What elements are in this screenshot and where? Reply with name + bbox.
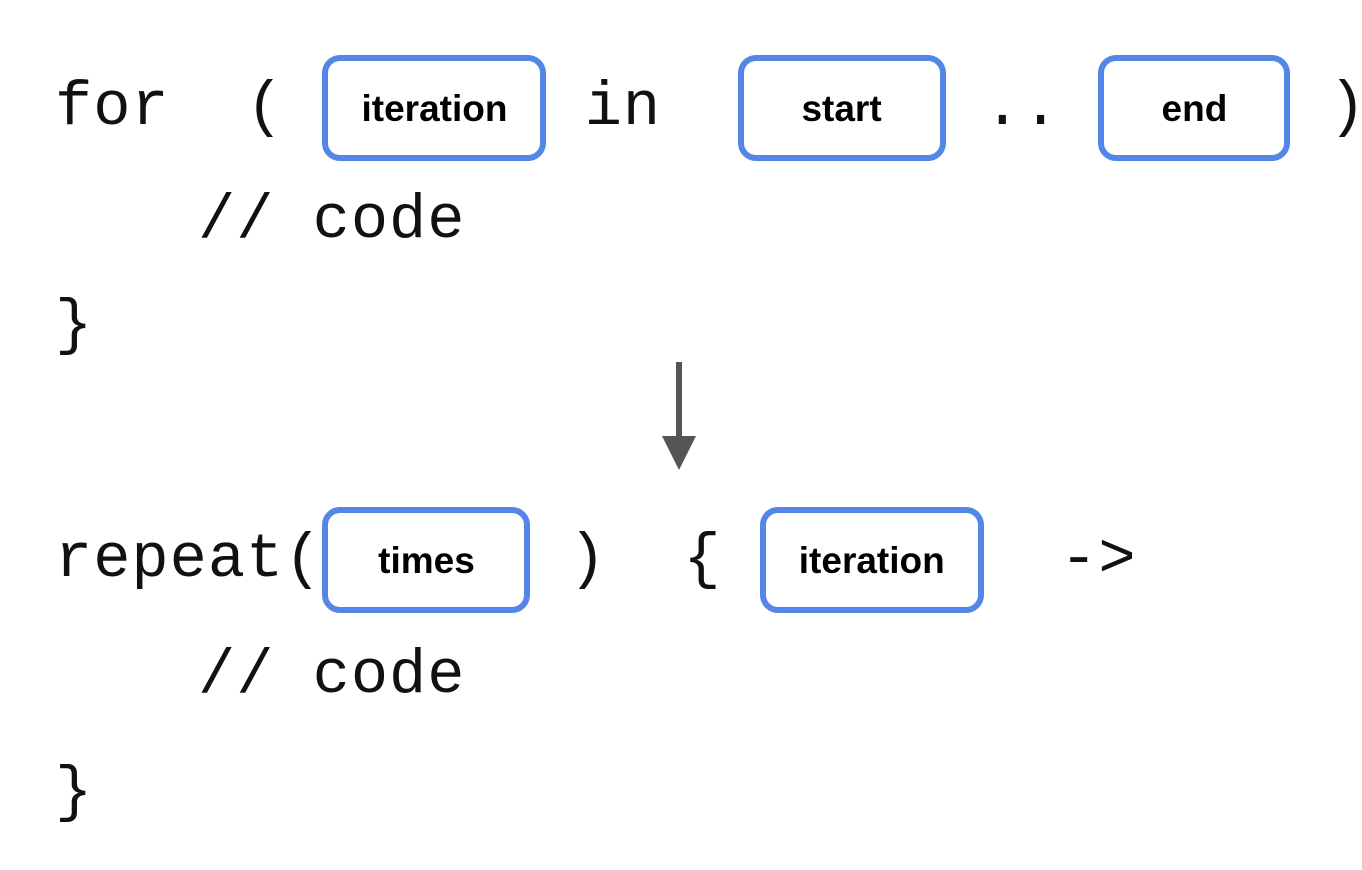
close-paren: ) (1329, 77, 1362, 139)
after-line-close-brace: } (55, 757, 94, 828)
slot-iteration-after[interactable]: iteration (759, 507, 984, 613)
for-keyword: for (55, 72, 170, 143)
repeat-function-name: repeat( (55, 524, 323, 595)
slot-start[interactable]: start (737, 55, 946, 161)
slot-end[interactable]: end (1098, 55, 1291, 161)
space-a1 (530, 529, 568, 591)
space-a2 (607, 529, 683, 591)
slot-iteration-before[interactable]: iteration (322, 55, 547, 161)
space-3 (546, 77, 584, 139)
space-2 (284, 77, 322, 139)
space-6 (1060, 77, 1098, 139)
after-close-paren: ) (568, 524, 607, 595)
before-line-for-header: for ( iteration in start .. end ) { (55, 55, 1362, 161)
before-line-close-brace: } (55, 290, 94, 361)
space-7 (1290, 77, 1328, 139)
open-paren: ( (246, 72, 285, 143)
arrow-down-icon (662, 362, 696, 470)
space-5 (946, 77, 984, 139)
after-open-brace: { (683, 524, 722, 595)
lambda-arrow-token: -> (1060, 524, 1137, 595)
in-keyword: in (584, 72, 662, 143)
after-line-comment: // code (198, 640, 466, 711)
space-1 (170, 77, 246, 139)
before-line-comment: // code (198, 185, 466, 256)
slot-times[interactable]: times (322, 507, 531, 613)
transformation-arrow (640, 358, 720, 476)
space-a3 (722, 529, 760, 591)
space-4 (661, 77, 737, 139)
range-operator: .. (983, 72, 1061, 143)
after-line-repeat-header: repeat( times ) { iteration -> (55, 507, 1137, 613)
space-a4 (984, 529, 1060, 591)
